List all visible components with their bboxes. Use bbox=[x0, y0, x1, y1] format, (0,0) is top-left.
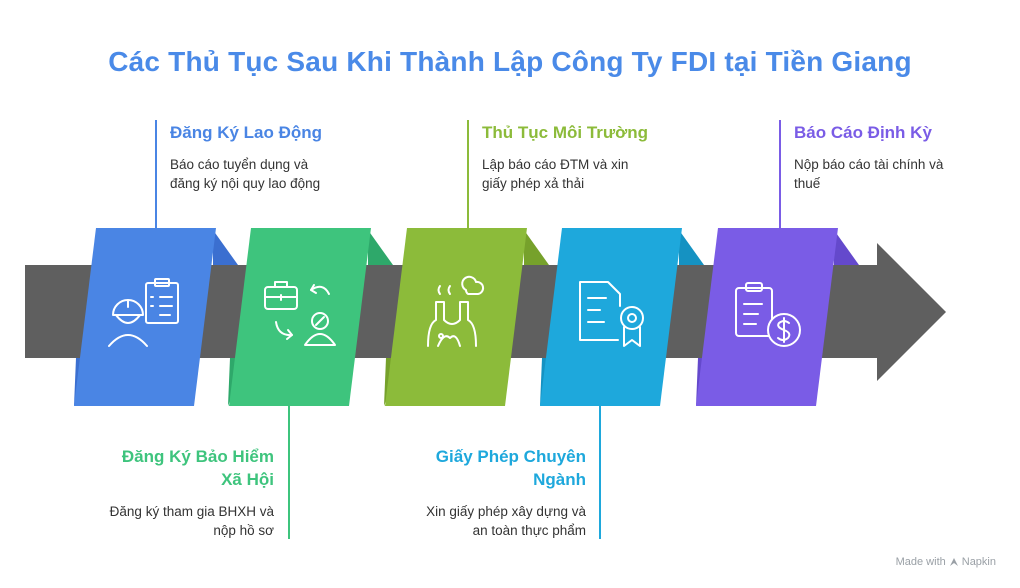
connector-line bbox=[779, 120, 781, 229]
credit-brand: Napkin bbox=[961, 556, 996, 568]
factory-pollution-icon bbox=[427, 275, 485, 347]
certificate-icon bbox=[579, 281, 644, 347]
page-title: Các Thủ Tục Sau Khi Thành Lập Công Ty FD… bbox=[108, 46, 912, 77]
connector-line bbox=[467, 120, 469, 229]
panel-special-license bbox=[540, 228, 682, 406]
arrow-head bbox=[877, 243, 946, 381]
napkin-logo-icon bbox=[949, 558, 958, 566]
step-title: Báo Cáo Định Kỳ bbox=[794, 123, 932, 142]
connector-line bbox=[599, 406, 601, 539]
connector-line bbox=[288, 406, 290, 539]
credit-prefix: Made with bbox=[895, 556, 946, 568]
financial-report-icon bbox=[735, 282, 801, 347]
step-periodic-report: Báo Cáo Định Kỳ Nộp báo cáo tài chính và… bbox=[794, 121, 994, 193]
step-title: Thủ Tục Môi Trường bbox=[482, 123, 649, 142]
connector-line bbox=[155, 120, 157, 229]
made-with-credit: Made with Napkin bbox=[896, 556, 996, 568]
worker-checklist-icon bbox=[108, 278, 179, 347]
step-environment: Thủ Tục Môi Trường Lập báo cáo ĐTM và xi… bbox=[482, 121, 722, 193]
panel-periodic-report bbox=[696, 228, 838, 406]
panel-social-insurance bbox=[229, 228, 371, 406]
panel-environment bbox=[385, 228, 527, 406]
briefcase-exchange-icon bbox=[264, 281, 336, 346]
step-title: Đăng Ký Lao Động bbox=[170, 123, 323, 142]
